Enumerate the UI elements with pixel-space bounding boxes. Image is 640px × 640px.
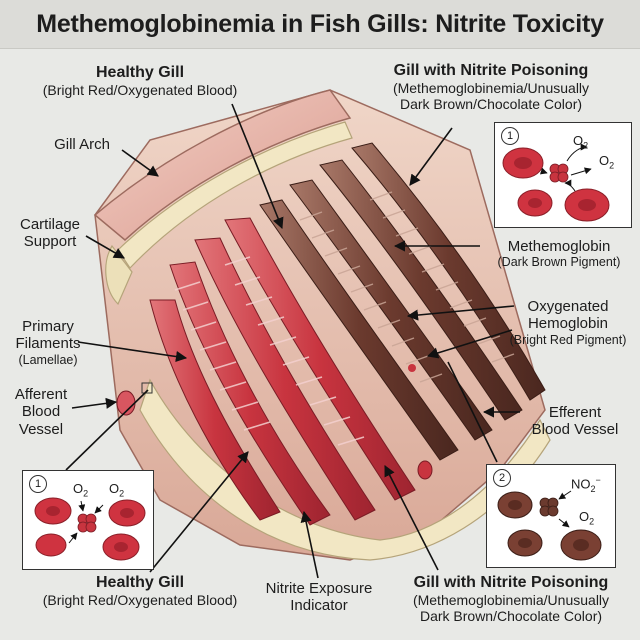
title-bar: Methemoglobinemia in Fish Gills: Nitrite… (0, 0, 640, 49)
inset-bl-o2-a-text: O (73, 481, 84, 496)
methemoglobin-line2: (Dark Brown Pigment) (497, 255, 621, 270)
cartilage-rod (117, 121, 353, 269)
inset-nitrite-label: NO2− (571, 475, 601, 494)
inset-no2-text: NO (571, 476, 591, 492)
gill-arch-label: Gill Arch (40, 136, 124, 153)
nitrite-poisoning-bottom-sub2: Dark Brown/Chocolate Color) (419, 608, 603, 625)
inset-top-o2-a-text: O (573, 133, 584, 148)
inset-bottom-left-o2-b: O2 (109, 481, 124, 499)
hemoglobin-cluster-brown (539, 497, 559, 517)
healthy-gill-bottom-sub: (Bright Red/Oxygenated Blood) (42, 592, 238, 609)
inset-br-o2-sub: 2 (589, 516, 595, 527)
cartilage-line1: Cartilage (19, 216, 81, 233)
efferent-line2: Blood Vessel (531, 421, 619, 439)
healthy-gill-bottom-heading: Healthy Gill (95, 574, 185, 591)
cartilage-label: Cartilage Support (10, 216, 90, 251)
nitrite-poisoning-top-heading: Gill with Nitrite Poisoning (393, 62, 589, 79)
healthy-gill-top-heading: Healthy Gill (95, 64, 185, 81)
methemoglobin-label: Methemoglobin (Dark Brown Pigment) (484, 238, 634, 270)
inset-bl-o2-a-sub: 2 (83, 488, 89, 499)
efferent-label: Efferent Blood Vessel (516, 404, 634, 439)
primary-filaments-line2: Filaments (15, 335, 81, 353)
inset-bottom-right-number: 2 (493, 469, 511, 487)
inset-bl-o2-b-sub: 2 (119, 488, 125, 499)
inset-top-o2-b-text: O (599, 153, 610, 168)
primary-filaments-label: Primary Filaments (Lamellae) (6, 318, 90, 367)
inset-bl-o2-b-text: O (109, 481, 120, 496)
oxygenated-line1: Oxygenated (527, 298, 609, 315)
inset-top-o2-a-sub: 2 (583, 140, 589, 151)
inset-oxyhemoglobin-bottom: 1 O2 O2 (22, 470, 154, 570)
afferent-line3: Vessel (18, 420, 64, 438)
afferent-line1: Afferent (14, 386, 68, 403)
inset-bottom-left-number: 1 (29, 475, 47, 493)
inset-bottom-left-drawing (34, 497, 146, 561)
healthy-gill-top-sub: (Bright Red/Oxygenated Blood) (42, 82, 238, 99)
inset-bottom-right-o2: O2 (579, 509, 594, 527)
inset-bottom-right-drawing (497, 490, 602, 561)
inset-no2-sub: 2 (590, 483, 596, 494)
methemoglobin-line1: Methemoglobin (507, 238, 611, 255)
primary-filaments-line3: (Lamellae) (18, 352, 78, 367)
healthy-gill-bottom-label: Healthy Gill (Bright Red/Oxygenated Bloo… (14, 574, 266, 608)
nitrite-poisoning-bottom-heading: Gill with Nitrite Poisoning (413, 574, 609, 591)
red-highlight-dot (408, 364, 416, 372)
cartilage-rod-end (105, 244, 133, 306)
afferent-zoom-box (141, 382, 153, 394)
inset-top-drawing (502, 143, 610, 222)
nitrite-indicator-line1: Nitrite Exposure (265, 580, 373, 597)
oxygenated-line2: Hemoglobin (527, 315, 609, 333)
inset-br-o2-text: O (579, 509, 590, 524)
nitrite-poisoning-top-label: Gill with Nitrite Poisoning (Methemoglob… (364, 62, 618, 113)
inset-top-o2-b-sub: 2 (609, 160, 615, 171)
page-title: Methemoglobinemia in Fish Gills: Nitrite… (36, 9, 604, 38)
hemoglobin-cluster-red (549, 163, 569, 183)
afferent-line2: Blood (21, 403, 61, 421)
efferent-vessel-end (417, 460, 433, 480)
nitrite-poisoning-bottom-label: Gill with Nitrite Poisoning (Methemoglob… (384, 574, 638, 625)
efferent-line1: Efferent (548, 404, 602, 421)
inset-top-number: 1 (501, 127, 519, 145)
cartilage-line2: Support (23, 233, 77, 251)
inset-oxyhemoglobin-top: 1 O2 O2 (494, 122, 632, 228)
afferent-label: Afferent Blood Vessel (10, 386, 72, 438)
inset-no2-sup: − (595, 475, 601, 485)
lower-tissue-band (139, 378, 551, 561)
inset-bottom-left-o2-a: O2 (73, 481, 88, 499)
nitrite-indicator-label: Nitrite Exposure Indicator (258, 580, 380, 615)
inset-top-o2-b: O2 (599, 153, 614, 171)
leader-lines (65, 103, 520, 579)
gill-arch-band (93, 89, 352, 241)
inset-top-o2-a: O2 (573, 133, 588, 151)
oxygenated-label: Oxygenated Hemoglobin (Bright Red Pigmen… (500, 298, 636, 347)
healthy-lamellae (174, 256, 365, 446)
nitrite-poisoning-top-sub1: (Methemoglobinemia/Unusually (392, 80, 590, 97)
poisoned-filaments (259, 142, 546, 461)
nitrite-indicator-line2: Indicator (290, 597, 348, 615)
primary-filaments-line1: Primary (22, 318, 74, 335)
oxygenated-line3: (Bright Red Pigment) (509, 332, 627, 347)
nitrite-poisoning-top-sub2: Dark Brown/Chocolate Color) (399, 96, 583, 113)
nitrite-poisoning-bottom-sub1: (Methemoglobinemia/Unusually (412, 592, 610, 609)
hemoglobin-cluster-red-bottom (77, 513, 97, 533)
inset-methemoglobin: 2 NO2− O2 (486, 464, 616, 568)
gill-arch-text: Gill Arch (54, 136, 110, 153)
poisoned-lamellae (299, 191, 515, 383)
healthy-gill-top-label: Healthy Gill (Bright Red/Oxygenated Bloo… (14, 64, 266, 98)
